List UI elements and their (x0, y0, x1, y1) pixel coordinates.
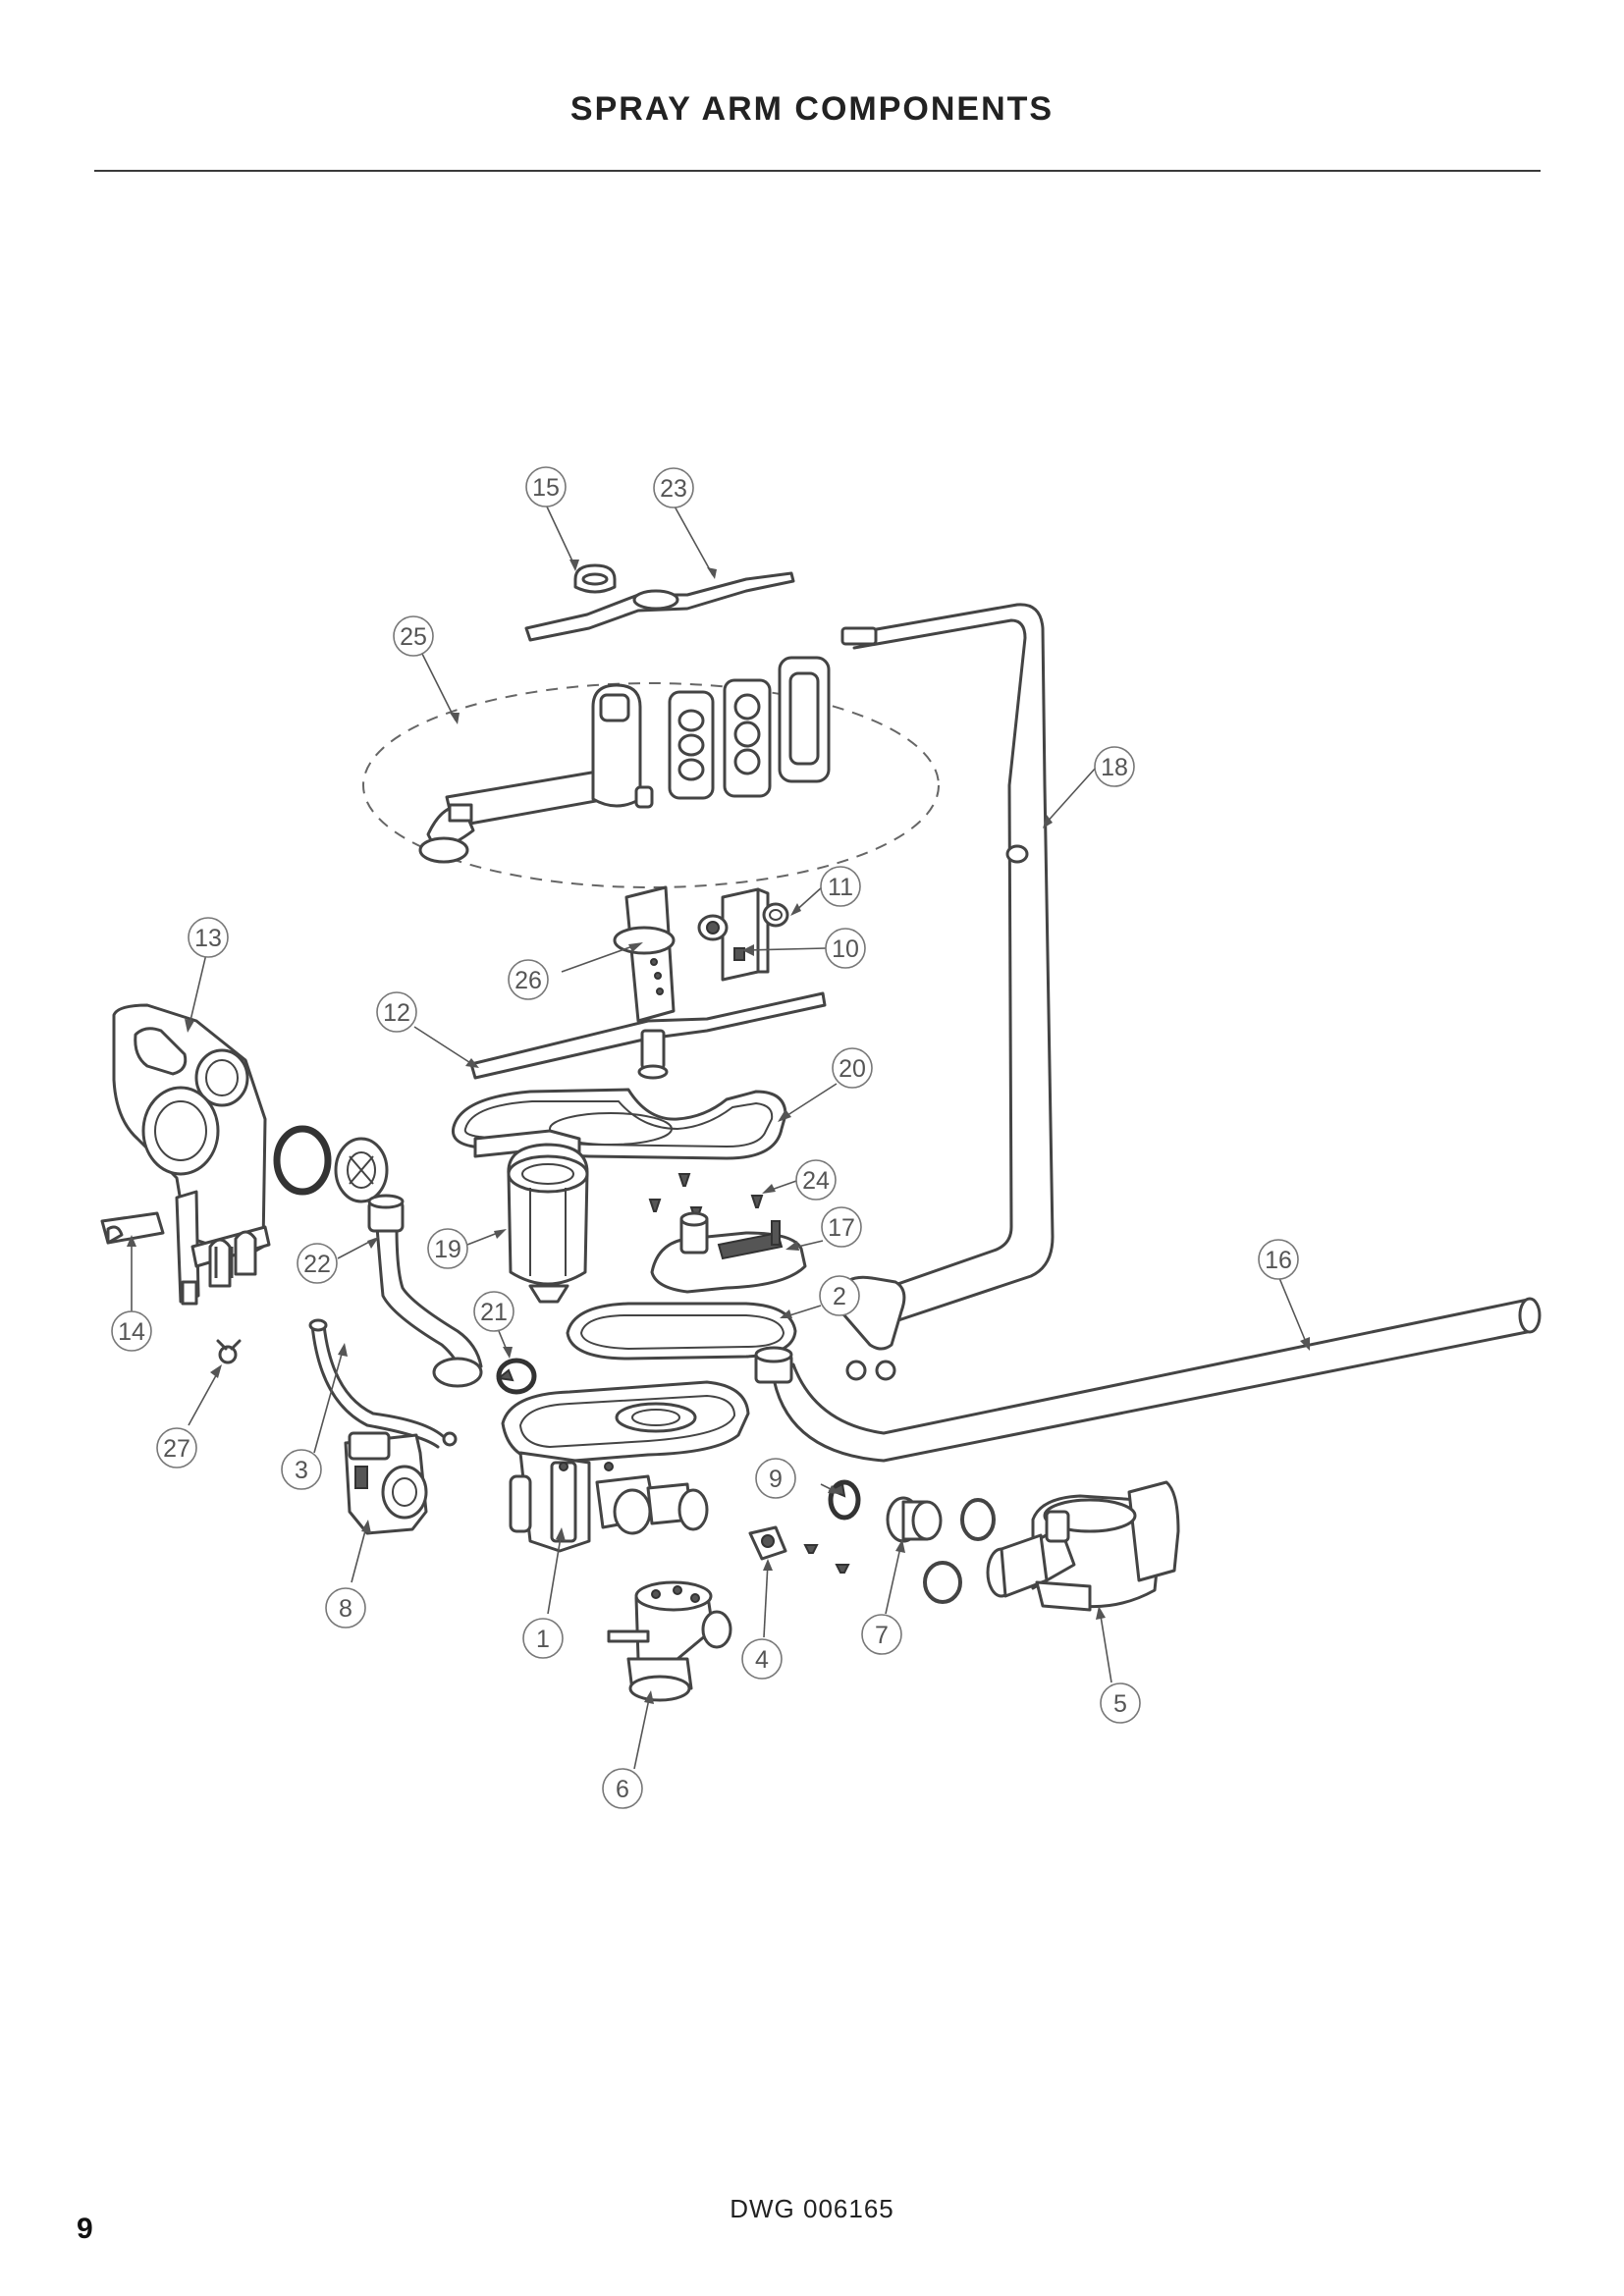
svg-text:26: 26 (514, 967, 542, 994)
callout-6: 6 (602, 1768, 643, 1809)
svg-text:3: 3 (295, 1457, 308, 1484)
part-13-side-manifold (112, 1003, 271, 1306)
callout-8: 8 (325, 1587, 366, 1629)
svg-text:18: 18 (1101, 754, 1128, 781)
callout-1: 1 (522, 1618, 564, 1659)
svg-text:19: 19 (434, 1236, 461, 1263)
callout-27: 27 (156, 1427, 197, 1468)
svg-text:12: 12 (383, 999, 410, 1027)
callout-25: 25 (393, 615, 434, 657)
part-17-filter-housing-top (650, 1211, 807, 1294)
part-22-connector-hose (367, 1194, 483, 1388)
svg-text:1: 1 (536, 1626, 550, 1653)
svg-text:8: 8 (339, 1595, 352, 1623)
svg-text:11: 11 (828, 874, 853, 901)
svg-text:5: 5 (1113, 1690, 1127, 1718)
callout-14: 14 (111, 1310, 152, 1352)
part-16-drain-hose (754, 1297, 1542, 1463)
callout-13: 13 (188, 917, 229, 958)
part-14-clip (100, 1211, 165, 1245)
part-18-water-supply-tube (834, 603, 1055, 1381)
page-title: SPRAY ARM COMPONENTS (569, 90, 1055, 128)
callout-3: 3 (281, 1449, 322, 1490)
part-11-seal-ring (762, 902, 789, 928)
part-10-diverter-bracket (697, 887, 770, 982)
svg-text:27: 27 (163, 1435, 190, 1463)
callout-9: 9 (755, 1458, 796, 1499)
svg-text:6: 6 (616, 1776, 629, 1803)
part-4-sensor (748, 1525, 850, 1574)
part-5-wash-pump (986, 1480, 1180, 1612)
callout-17: 17 (821, 1206, 862, 1248)
callout-10: 10 (825, 928, 866, 969)
part-12-middle-spray-arm (469, 991, 827, 1080)
callout-21: 21 (473, 1291, 514, 1332)
svg-text:2: 2 (833, 1283, 846, 1310)
part-6-diverter-valve (607, 1580, 732, 1702)
svg-text:7: 7 (875, 1622, 889, 1649)
part-24-screws (648, 1173, 764, 1220)
svg-text:10: 10 (832, 935, 859, 963)
svg-text:21: 21 (480, 1299, 508, 1326)
svg-text:14: 14 (118, 1318, 145, 1346)
part-26-mid-arm-feeder (613, 885, 676, 1023)
part-21-hose-clamp (496, 1358, 537, 1395)
svg-text:13: 13 (194, 925, 222, 952)
callout-26: 26 (508, 959, 549, 1000)
callout-19: 19 (427, 1228, 468, 1269)
callout-5: 5 (1100, 1682, 1141, 1724)
callout-24: 24 (795, 1159, 837, 1201)
callout-12: 12 (376, 991, 417, 1033)
part-7-connectors (886, 1496, 996, 1604)
svg-text:24: 24 (802, 1167, 830, 1195)
callout-7: 7 (861, 1614, 902, 1655)
callout-22: 22 (297, 1243, 338, 1284)
page-number: 9 (77, 2213, 93, 2245)
callout-23: 23 (653, 467, 694, 508)
part-3-hose (308, 1318, 458, 1449)
svg-text:15: 15 (532, 474, 560, 502)
svg-text:9: 9 (769, 1466, 783, 1493)
leader-lines (127, 504, 1310, 1770)
svg-text:22: 22 (303, 1251, 331, 1278)
svg-text:16: 16 (1265, 1247, 1292, 1274)
svg-text:25: 25 (400, 623, 427, 651)
part-23-top-spray-arm (524, 571, 795, 642)
callout-4: 4 (741, 1638, 783, 1680)
part-2-lower-sump-gasket (566, 1302, 797, 1361)
svg-text:17: 17 (828, 1214, 855, 1242)
part-1-sump (501, 1380, 750, 1553)
part-25-upper-arm-assembly (362, 656, 940, 888)
callout-20: 20 (832, 1047, 873, 1089)
drawing-number: DWG 006165 (730, 2194, 894, 2223)
part-19-filter-cartridge (473, 1129, 589, 1304)
callout-16: 16 (1258, 1239, 1299, 1280)
part-9-hose-clamp (828, 1479, 861, 1521)
part-8-drain-pump (344, 1431, 428, 1535)
svg-text:4: 4 (755, 1646, 769, 1674)
callout-15: 15 (525, 466, 567, 507)
callout-18: 18 (1094, 746, 1135, 787)
svg-text:20: 20 (839, 1055, 866, 1083)
callout-11: 11 (820, 866, 861, 907)
o-ring-and-check-valve (273, 1125, 389, 1203)
title-divider (94, 170, 1541, 172)
part-27-spring-clip (216, 1339, 242, 1364)
callout-2: 2 (819, 1275, 860, 1316)
part-15-top-arm-hub (573, 563, 617, 594)
svg-text:23: 23 (660, 475, 687, 503)
